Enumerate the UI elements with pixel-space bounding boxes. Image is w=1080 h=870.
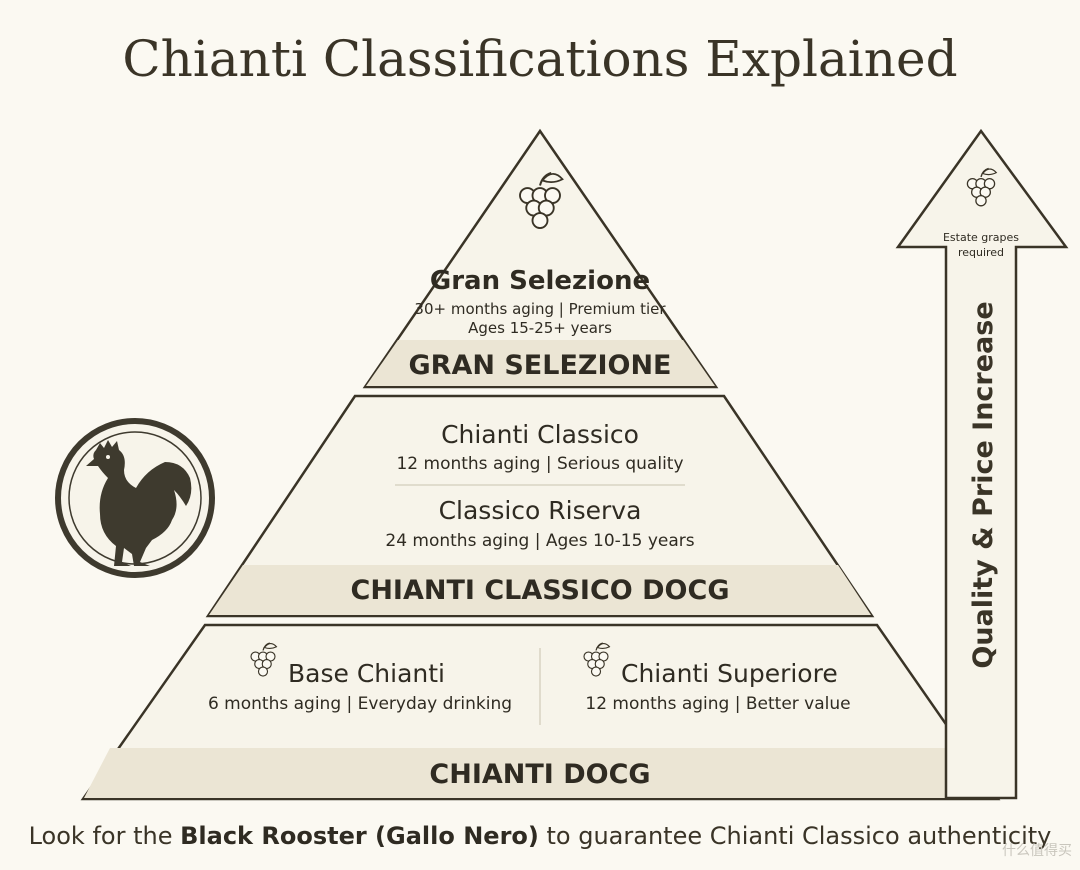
bottom-tier-band [84, 748, 997, 798]
top-tier-shape [362, 128, 719, 389]
chianti-superiore-name: Chianti Superiore [621, 659, 838, 688]
quality-price-label: Quality & Price Increase [968, 301, 999, 668]
chianti-superiore-desc: 12 months aging | Better value [585, 694, 850, 714]
watermark: 什么值得买 [1002, 842, 1072, 859]
middle-tier-band [209, 565, 871, 615]
middle-tier: Chianti Classico 12 months aging | Serio… [205, 394, 875, 618]
arrow-head-label-line1: Estate grapes [943, 231, 1019, 244]
top-tier-band [366, 340, 715, 386]
base-chianti-desc: 6 months aging | Everyday drinking [208, 694, 512, 714]
classico-riserva-name: Classico Riserva [439, 496, 642, 525]
black-rooster-icon [55, 418, 215, 578]
chianti-classico-desc: 12 months aging | Serious quality [396, 454, 683, 474]
chianti-classico-name: Chianti Classico [441, 420, 639, 449]
footer-prefix: Look for the [29, 822, 181, 850]
classico-riserva-desc: 24 months aging | Ages 10-15 years [385, 531, 694, 551]
top-tier-line1: 30+ months aging | Premium tier [414, 300, 666, 318]
quality-arrow: Estate grapes required Quality & Price I… [895, 128, 1069, 800]
top-tier-band-label: GRAN SELEZIONE [409, 350, 672, 381]
arrow-head-label-line2: required [958, 246, 1004, 259]
footer-suffix: to guarantee Chianti Classico authentici… [539, 822, 1052, 850]
middle-tier-shape [205, 394, 875, 618]
middle-tier-band-label: CHIANTI CLASSICO DOCG [351, 575, 730, 606]
footer-note: Look for the Black Rooster (Gallo Nero) … [29, 822, 1052, 850]
base-chianti-name: Base Chianti [288, 659, 445, 688]
top-tier: Gran Selezione 30+ months aging | Premiu… [362, 128, 719, 389]
arrow-shape [895, 128, 1069, 800]
top-tier-line2: Ages 15-25+ years [468, 319, 612, 337]
footer-emphasis: Black Rooster (Gallo Nero) [180, 822, 539, 850]
top-tier-name: Gran Selezione [430, 266, 650, 296]
bottom-tier-band-label: CHIANTI DOCG [429, 759, 650, 790]
page-title: Chianti Classifications Explained [122, 30, 957, 88]
bottom-tier: Base Chianti 6 months aging | Everyday d… [80, 623, 1001, 801]
